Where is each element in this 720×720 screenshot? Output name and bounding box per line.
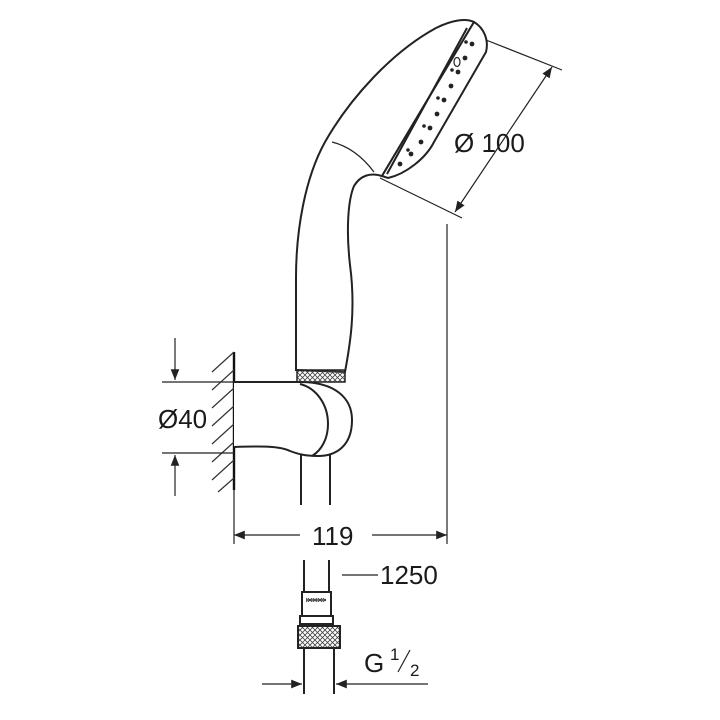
- head-diameter-label: Ø 100: [454, 128, 525, 158]
- hose-length-label: 1250: [380, 560, 438, 590]
- handle-seam: [331, 141, 375, 173]
- dim-holder-diameter: Ø40: [158, 338, 300, 496]
- hose-upper: [300, 450, 331, 505]
- hose-lower: [303, 560, 330, 592]
- wall-holder: [233, 381, 354, 458]
- thread-numerator: 1: [390, 645, 399, 664]
- dim-wall-distance: 119: [233, 224, 448, 551]
- dim-hose-length: 1250: [342, 560, 438, 590]
- hose-nut: [297, 625, 341, 694]
- handle-knurl-ring: [296, 369, 346, 383]
- dim-thread: G 1 2: [262, 645, 428, 689]
- hand-shower-handle: [295, 19, 476, 374]
- logo-mark: [453, 56, 461, 68]
- wall: [211, 351, 236, 493]
- holder-inner-curve: [299, 383, 330, 457]
- wall-distance-label: 119: [312, 521, 353, 551]
- dim-head-diameter: Ø 100: [379, 39, 563, 219]
- holder-diameter-label: Ø40: [158, 404, 207, 434]
- thread-denominator: 2: [410, 661, 419, 680]
- thread-letter: G: [364, 648, 384, 678]
- hose-connector: [299, 591, 334, 625]
